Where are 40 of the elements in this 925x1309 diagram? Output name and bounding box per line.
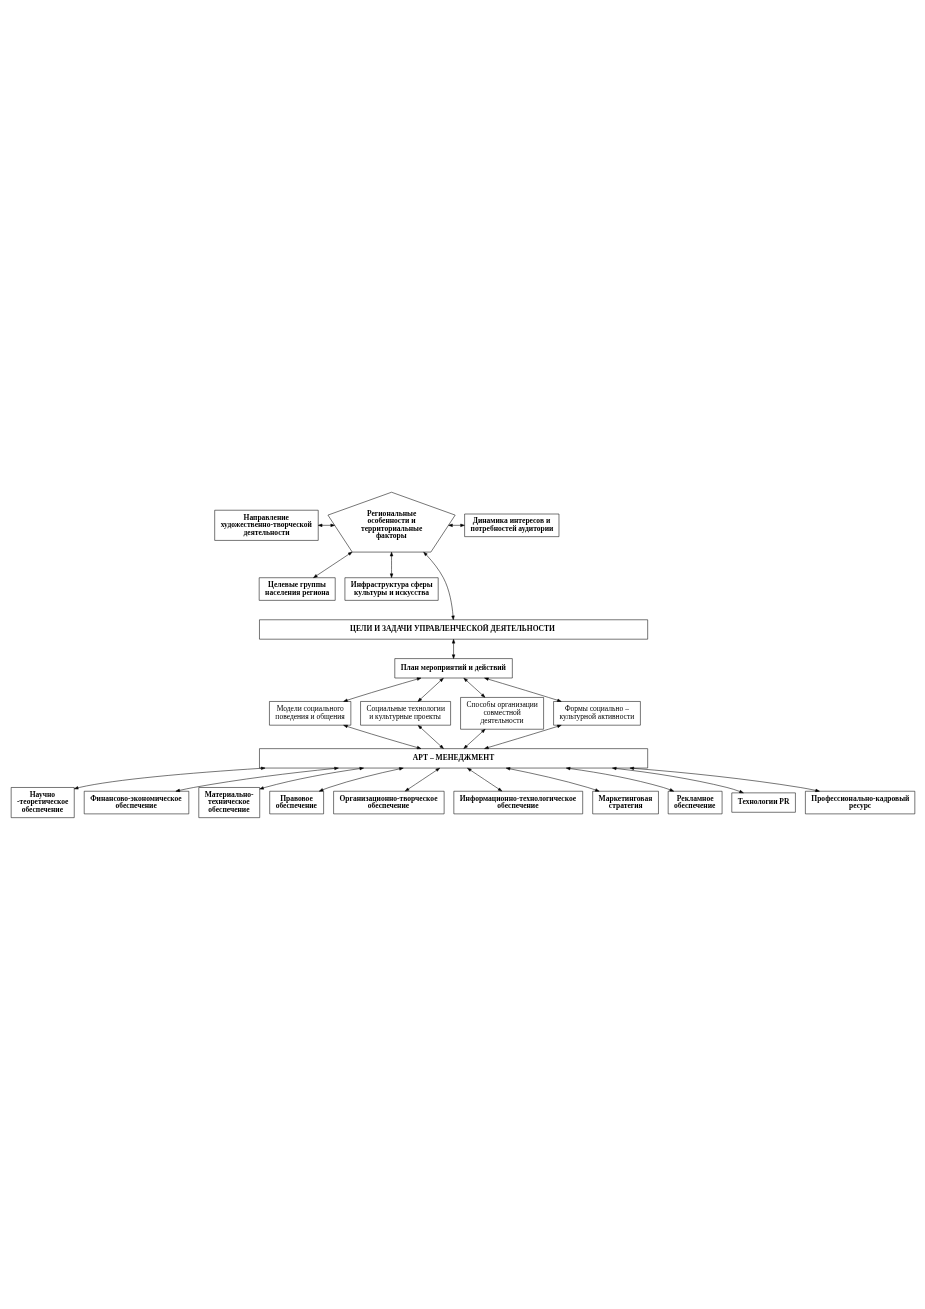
node-box: ЦЕЛИ И ЗАДАЧИ УПРАВЛЕНЧЕСКОЙ ДЕЯТЕЛЬНОСТИ: [258, 619, 648, 639]
arrow: [483, 677, 561, 702]
arrow: [259, 766, 364, 789]
arrow: [417, 724, 444, 749]
arrow: [565, 766, 674, 791]
arrow: [312, 551, 352, 578]
arrow: [342, 724, 421, 749]
arrow: [317, 523, 335, 527]
arrow: [342, 677, 421, 702]
arrow: [417, 677, 444, 702]
arrow: [451, 638, 455, 659]
arrow: [629, 766, 820, 792]
arrow: [447, 523, 465, 527]
arrow: [463, 728, 485, 749]
node-box: Научно -теоретическое обеспечение: [10, 786, 74, 818]
node-box: Технологии PR: [731, 792, 796, 813]
node-box: Целевые группы населения региона: [258, 576, 335, 601]
arrow: [389, 551, 393, 578]
node-box: Направление художественно-творческой деятельности: [213, 509, 318, 541]
node-box: Социальные технологии и культурные проекты: [359, 700, 451, 725]
arrow: [422, 551, 455, 620]
arrow: [404, 767, 440, 791]
node-box: Организационно-творческое обеспечение: [332, 790, 444, 814]
arrow: [466, 767, 502, 791]
arrow: [318, 766, 403, 791]
node-box: Правовое обеспечение: [268, 790, 324, 814]
arrow: [611, 766, 744, 793]
arrow: [73, 766, 265, 789]
node-box: Рекламное обеспечение: [667, 790, 722, 814]
arrow: [505, 766, 599, 791]
node-box: Маркетинговая стратегия: [591, 790, 659, 814]
node-box: Способы организации совместной деятельности: [459, 696, 544, 729]
node-box: План мероприятий и действий: [394, 657, 513, 678]
arrow: [463, 677, 485, 698]
node-box: Инфраструктура сферы культуры и искусства: [344, 576, 438, 601]
arrow: [175, 766, 339, 792]
arrow: [483, 724, 561, 749]
node-box: Материально- техническое обеспечение: [198, 786, 260, 818]
node-box: Динамика интересов и потребностей аудитории: [463, 513, 559, 537]
node-box: Информационно-технологическое обеспечение: [453, 790, 583, 814]
